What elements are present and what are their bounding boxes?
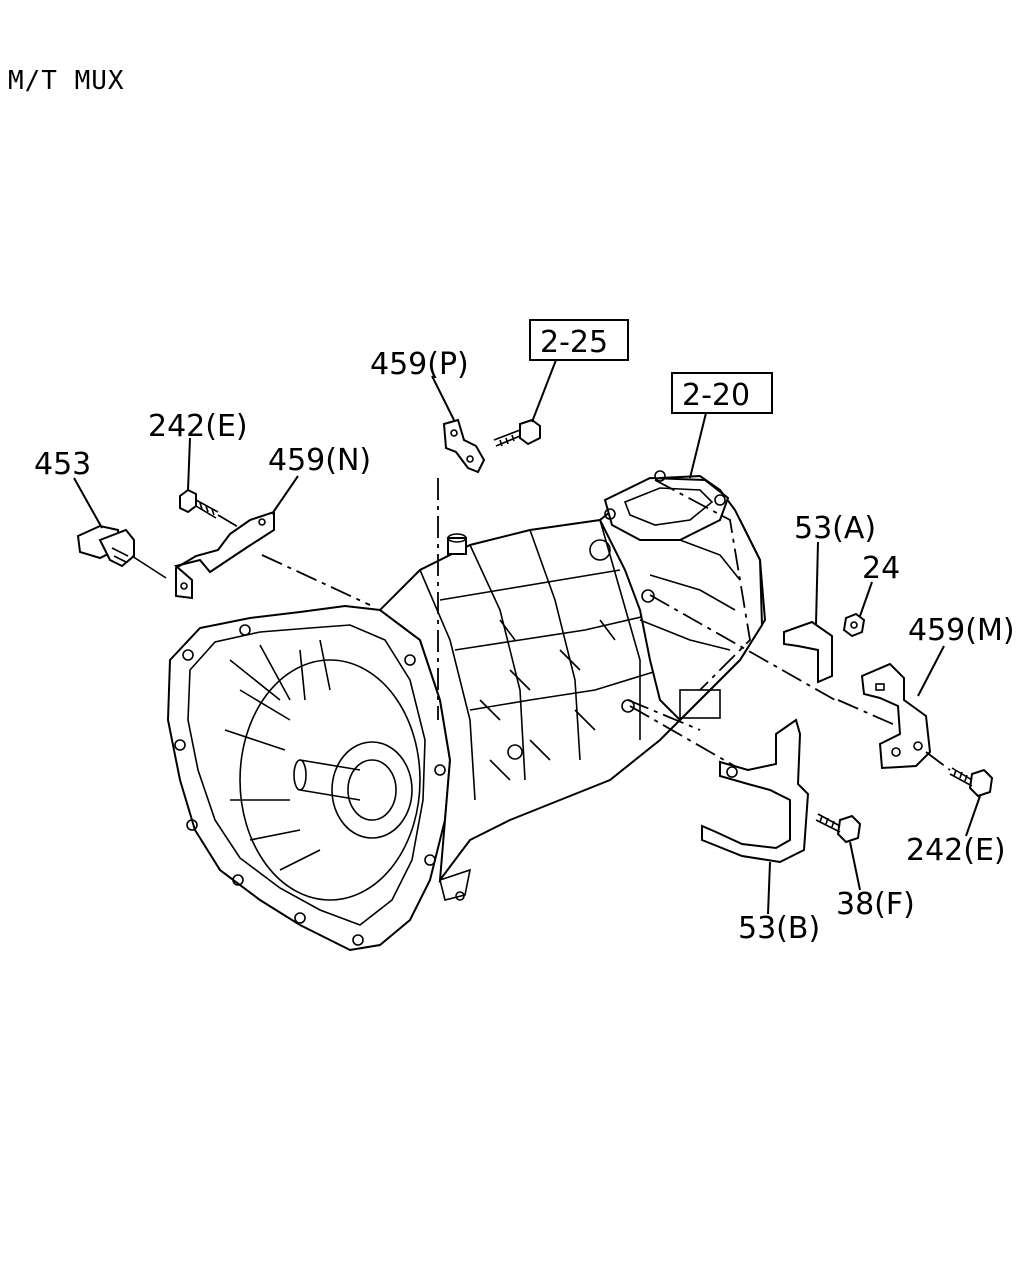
- callout-242e-right: 242(E): [906, 833, 1006, 868]
- part-459m-bracket: [860, 662, 932, 770]
- callout-38f: 38(F): [836, 887, 915, 922]
- callout-459m: 459(M): [908, 613, 1015, 648]
- leader-lines: [73, 359, 981, 915]
- callout-242e-top: 242(E): [148, 409, 248, 444]
- part-453-clip: [76, 524, 167, 579]
- reference-box-2-25[interactable]: 2-25: [529, 319, 629, 361]
- callout-453: 453: [34, 447, 91, 482]
- part-242e-bolt-right: [925, 751, 994, 798]
- part-459p-bracket: [442, 418, 486, 474]
- transmission-assembly: [166, 470, 767, 952]
- part-2-25-bolt: [493, 418, 541, 447]
- page-title: M/T MUX: [8, 66, 125, 96]
- callout-24: 24: [862, 551, 900, 586]
- part-24-nut: [842, 612, 866, 638]
- reference-2-20-label[interactable]: 2-20: [682, 378, 750, 413]
- part-38f-bolt: [815, 813, 862, 844]
- callout-53b: 53(B): [738, 911, 820, 946]
- callout-459n: 459(N): [268, 443, 371, 478]
- callout-459p: 459(P): [370, 347, 469, 382]
- reference-2-25-label[interactable]: 2-25: [540, 325, 608, 360]
- part-53b-bracket: [701, 718, 810, 864]
- callout-53a: 53(A): [794, 511, 876, 546]
- part-53a-bracket: [783, 620, 833, 684]
- part-459n-bracket: [173, 510, 275, 600]
- assembly-guide-lines: [261, 478, 896, 773]
- reference-box-2-20[interactable]: 2-20: [671, 372, 773, 414]
